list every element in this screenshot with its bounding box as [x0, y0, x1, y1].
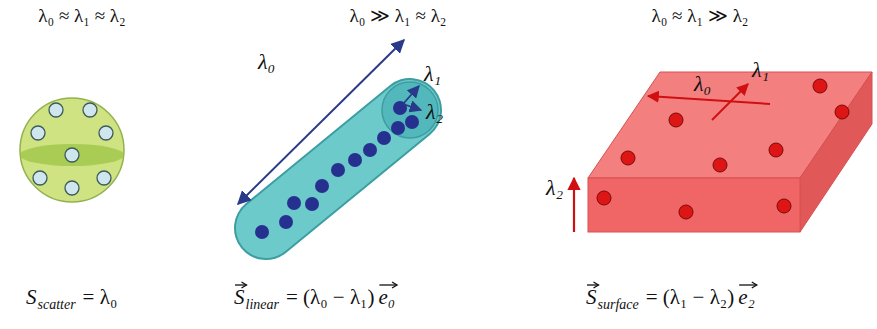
- formula-term: e₀: [378, 286, 395, 309]
- formula-term: = (λ₀ − λ₁): [286, 286, 374, 309]
- formula-term: e₂: [738, 286, 755, 309]
- linear-capsule: [238, 40, 438, 239]
- surface-slab: [574, 72, 872, 232]
- formula-term: S: [586, 286, 597, 309]
- formula: Sscatter = λ₀: [26, 286, 117, 309]
- subscript: scatter: [38, 297, 76, 312]
- subscript: surface: [598, 297, 639, 312]
- subscript: linear: [246, 297, 279, 312]
- axis-label: λ₁: [424, 62, 441, 86]
- formula: Ssurface = (λ₁ − λ₂)e₂: [586, 286, 755, 309]
- eigenvalue-condition: λ₀ ≈ λ₁ ≫ λ₂: [652, 6, 749, 27]
- formula-term: S: [234, 286, 245, 309]
- axis-label: λ₂: [426, 100, 443, 124]
- formula-term: = λ₀: [83, 286, 118, 309]
- axis-label: λ₂: [546, 176, 563, 200]
- eigenvalue-condition: λ₀ ≫ λ₁ ≈ λ₂: [350, 6, 447, 27]
- scatter-sphere: [20, 98, 124, 202]
- axis-label: λ₀: [258, 50, 275, 74]
- axis-label: λ₀: [694, 72, 711, 96]
- formula-term: = (λ₁ − λ₂): [646, 286, 734, 309]
- formula-term: S: [26, 286, 37, 309]
- eigenvalue-condition: λ₀ ≈ λ₁ ≈ λ₂: [38, 6, 125, 27]
- formula: Slinear = (λ₀ − λ₁)e₀: [234, 286, 395, 309]
- axis-label: λ₁: [752, 58, 769, 82]
